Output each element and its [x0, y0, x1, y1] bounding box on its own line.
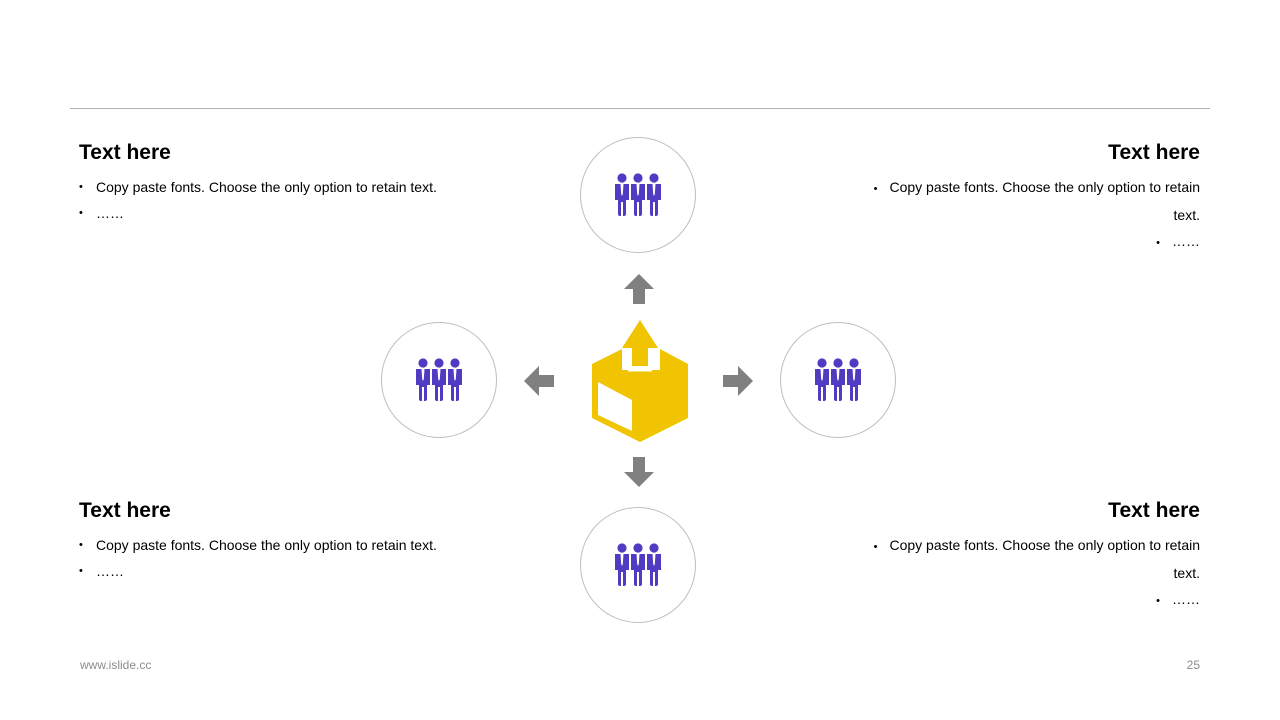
- bullet-item: • Copy paste fonts. Choose the only optio…: [840, 532, 1200, 586]
- page-number: 25: [1186, 658, 1200, 672]
- footer-url: www.islide.cc: [80, 658, 152, 672]
- bullet-item: • ……: [840, 586, 1200, 614]
- bullet-dot: •: [1156, 237, 1160, 249]
- bullet-item: Copy paste fonts. Choose the only option…: [79, 532, 439, 558]
- people-group-icon: [615, 173, 661, 216]
- box-with-up-arrow-icon: [592, 320, 688, 442]
- bullet-item: Copy paste fonts. Choose the only option…: [79, 174, 439, 200]
- arrow-right-icon: [723, 366, 753, 396]
- bullet-text: ……: [1172, 233, 1200, 249]
- arrow-left-icon: [524, 366, 554, 396]
- node-circle-bottom: [580, 507, 696, 623]
- bullet-item: ……: [79, 558, 439, 584]
- text-block-bottom-right: Text here • Copy paste fonts. Choose the …: [840, 498, 1200, 614]
- node-circle-top: [580, 137, 696, 253]
- bullet-dot: •: [873, 183, 878, 195]
- bullet-text: Copy paste fonts. Choose the only option…: [889, 179, 1200, 223]
- block-title: Text here: [1108, 499, 1200, 522]
- block-title: Text here: [79, 499, 171, 522]
- people-group-icon: [416, 358, 462, 401]
- text-block-bottom-left: Text here Copy paste fonts. Choose the o…: [79, 498, 439, 584]
- node-circle-left: [381, 322, 497, 438]
- arrow-up-icon: [624, 274, 654, 304]
- bullet-list: • Copy paste fonts. Choose the only optio…: [840, 532, 1200, 614]
- bullet-item: • Copy paste fonts. Choose the only optio…: [840, 174, 1200, 228]
- node-circle-right: [780, 322, 896, 438]
- bullet-list: Copy paste fonts. Choose the only option…: [79, 174, 439, 226]
- people-group-icon: [815, 358, 861, 401]
- arrow-down-icon: [624, 457, 654, 487]
- bullet-item: • ……: [840, 228, 1200, 256]
- bullet-list: Copy paste fonts. Choose the only option…: [79, 532, 439, 584]
- block-title: Text here: [79, 141, 171, 164]
- bullet-dot: •: [1156, 595, 1160, 607]
- block-title: Text here: [1108, 141, 1200, 164]
- people-group-icon: [615, 543, 661, 586]
- bullet-text: Copy paste fonts. Choose the only option…: [889, 537, 1200, 581]
- bullet-text: ……: [1172, 591, 1200, 607]
- bullet-list: • Copy paste fonts. Choose the only optio…: [840, 174, 1200, 256]
- text-block-top-right: Text here • Copy paste fonts. Choose the …: [840, 140, 1200, 256]
- top-divider: [70, 108, 1210, 109]
- bullet-dot: •: [873, 541, 878, 553]
- text-block-top-left: Text here Copy paste fonts. Choose the o…: [79, 140, 439, 226]
- bullet-item: ……: [79, 200, 439, 226]
